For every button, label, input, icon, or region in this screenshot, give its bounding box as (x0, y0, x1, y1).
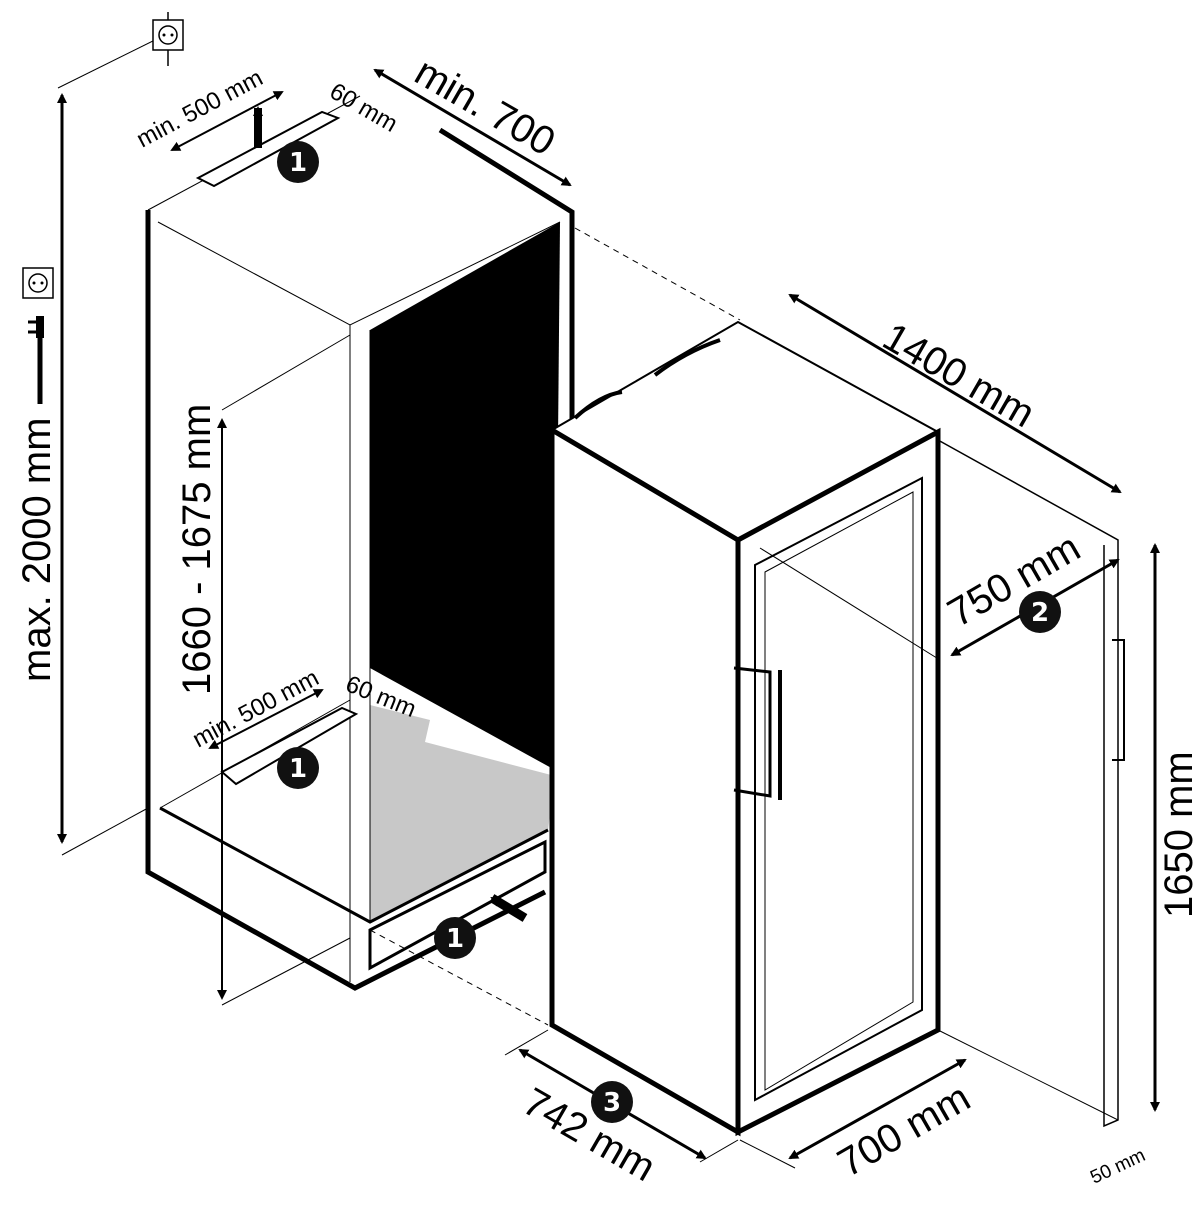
plug-icon (28, 316, 44, 404)
dim-width (788, 1058, 967, 1160)
door-glass-frame (754, 476, 923, 1102)
appliance-hinges (573, 338, 721, 420)
badge-depth-text: 3 (603, 1088, 621, 1118)
badge-vent-bottom: 1 (277, 747, 319, 789)
label-door-thickness: 50 mm (1087, 1145, 1149, 1189)
guide-dashed-bottom (369, 929, 549, 1026)
label-niche-height: 1660 - 1675 mm (175, 404, 219, 695)
appliance-door (735, 427, 941, 1137)
dim-door-open-width (788, 293, 1122, 494)
badge-vent-top: 1 (277, 141, 319, 183)
appliance (549, 320, 1125, 1137)
door-floor-guide (937, 1029, 1119, 1121)
dim-min-depth (373, 68, 572, 187)
door-glass-inner (764, 491, 914, 1091)
top-vent-opening (195, 110, 341, 188)
label-depth: 742 mm (516, 1080, 663, 1190)
badge-vent-top-text: 1 (289, 148, 307, 178)
label-top-vent-width: min. 500 mm (132, 64, 267, 153)
badge-vent-plinth-text: 1 (446, 924, 464, 954)
appliance-side (549, 425, 741, 1137)
niche-floor (370, 705, 555, 922)
dim-top-vent (170, 91, 284, 151)
badge-vent-plinth: 1 (434, 917, 476, 959)
label-top-vent-gap: 60 mm (325, 78, 402, 138)
airflow-arrow-bottom (489, 894, 528, 922)
label-width: 700 mm (831, 1075, 978, 1185)
label-appliance-height: 1650 mm (1157, 751, 1201, 918)
dimensions (57, 34, 1160, 1169)
badge-depth: 3 (591, 1081, 633, 1123)
badge-vent-bottom-text: 1 (289, 754, 307, 784)
door-swing-guide (759, 547, 941, 661)
badge-door-text: 2 (1031, 598, 1049, 628)
niche-floor-outline (159, 806, 549, 924)
door-handle (733, 666, 772, 798)
label-min-depth: min. 700 (408, 50, 563, 165)
socket-icon-wall (22, 267, 54, 299)
plinth-vent (368, 839, 547, 971)
niche-back-wall (370, 222, 560, 770)
badge-door: 2 (1019, 591, 1061, 633)
dim-bottom-vent (208, 689, 324, 749)
socket-icon (152, 12, 184, 66)
guide-dashed-top (574, 227, 741, 321)
label-max-height: max. 2000 mm (15, 417, 59, 682)
open-door-outline (937, 439, 1119, 1128)
